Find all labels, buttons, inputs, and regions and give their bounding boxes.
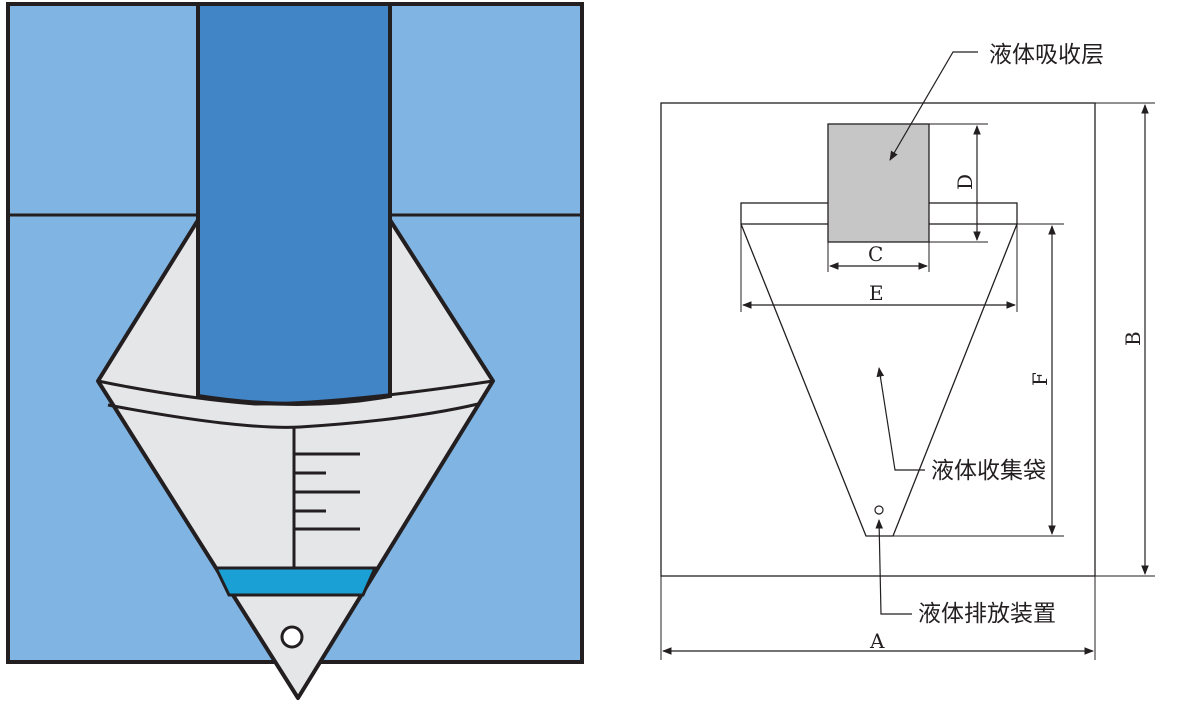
label-collect-bag: 液体收集袋: [931, 458, 1046, 484]
bag-rim-lower: [107, 402, 479, 429]
leader-drain-device: [875, 519, 912, 615]
drawing-sheet: [660, 102, 1096, 577]
dim-label-a: A: [869, 629, 885, 653]
drawing-labels: 液体吸收层 液体收集袋 液体排放装置 A C E D F B: [868, 42, 1145, 653]
label-absorb-layer: 液体吸收层: [989, 42, 1104, 68]
leader-collect-bag: [876, 367, 925, 471]
drain-device-circle: [874, 505, 884, 515]
dim-label-f: F: [1028, 372, 1052, 386]
colored-illustration: [6, 2, 584, 700]
technical-drawing: [660, 51, 1155, 660]
dim-label-d: D: [953, 174, 977, 190]
drain-band: [213, 566, 378, 597]
leader-absorb-layer: [889, 51, 978, 161]
drain-hole: [280, 625, 304, 649]
bag-rim-upper: [97, 379, 494, 406]
label-drain-device: 液体排放装置: [918, 601, 1056, 627]
bag-outline: [740, 223, 1018, 537]
absorb-layer-rect: [827, 123, 930, 243]
dim-label-b: B: [1121, 331, 1145, 346]
absorbent-strip: [196, 2, 392, 406]
dim-label-e: E: [869, 281, 884, 305]
dim-label-c: C: [868, 242, 883, 266]
